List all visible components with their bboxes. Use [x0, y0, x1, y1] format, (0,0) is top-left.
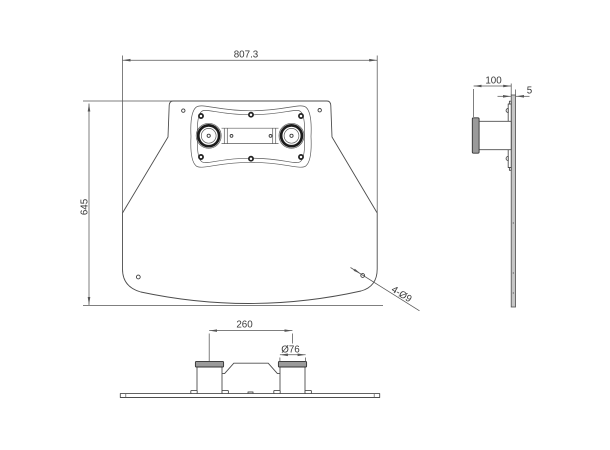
- dim-pole-diameter-label: Ø76: [281, 344, 300, 355]
- dim-front-width-label: 807.3: [234, 50, 259, 61]
- dim-side-depth-label: 100: [485, 76, 502, 87]
- dim-front-height: 645: [80, 100, 383, 306]
- pole-foot: [221, 389, 229, 395]
- screw-hole: [248, 155, 254, 162]
- side-view: 100 5: [471, 76, 533, 308]
- dim-pole-spacing: 260: [209, 320, 293, 332]
- pole-bracket: [218, 362, 284, 375]
- dim-side-thickness: 5: [497, 86, 533, 98]
- right-pole: [273, 360, 312, 395]
- screw-hole: [198, 113, 204, 119]
- base-center-tab: [247, 391, 254, 395]
- dim-pole-diameter: Ø76: [279, 344, 306, 362]
- left-boss: [195, 122, 222, 149]
- mounting-bracket-inner: [197, 110, 305, 163]
- pole-foot: [190, 389, 198, 395]
- left-pole-body: [196, 366, 223, 395]
- mounting-bracket-outer: [190, 105, 312, 168]
- screw-hole: [298, 154, 304, 160]
- screw-head-bump: [505, 155, 509, 162]
- right-pole-cap: [277, 360, 308, 368]
- pole-foot: [273, 389, 281, 395]
- side-panel-edge: [510, 94, 516, 308]
- screw-hole: [198, 154, 204, 160]
- panel-hole-mark: [512, 292, 514, 294]
- bar-hole-right: [268, 134, 273, 138]
- leader-arrow: [353, 268, 361, 274]
- corner-hole-top-left: [181, 108, 186, 113]
- plate-outline: [122, 100, 378, 304]
- bar-hole-left: [229, 134, 234, 138]
- screw-hole: [248, 111, 254, 118]
- left-pole: [190, 360, 229, 395]
- dim-front-width: 807.3: [122, 50, 378, 62]
- screw-head-bump: [505, 107, 509, 114]
- corner-hole-top-right: [317, 108, 322, 113]
- dim-front-height-label: 645: [80, 198, 91, 215]
- right-boss: [278, 122, 305, 149]
- side-boss-body: [474, 120, 512, 151]
- dim-side-depth: 100: [473, 76, 512, 117]
- front-view: 807.3 645 4-Ø9: [80, 50, 420, 312]
- left-pole-cap: [194, 360, 225, 368]
- connector-bar: [221, 127, 279, 144]
- panel-hole-mark: [512, 272, 514, 274]
- right-pole-body: [279, 366, 306, 395]
- pole-foot: [304, 389, 312, 395]
- dim-side-thickness-label: 5: [527, 86, 533, 97]
- hole-callout-label: 4-Ø9: [389, 284, 413, 305]
- side-boss-cap: [471, 117, 480, 154]
- mounting-bracket: [190, 105, 312, 168]
- base-plate-edge: [119, 393, 381, 398]
- corner-hole-bottom-left: [135, 274, 141, 280]
- screw-hole: [298, 113, 304, 119]
- dim-pole-spacing-label: 260: [236, 320, 253, 331]
- panel-hole-mark: [512, 222, 514, 224]
- bottom-view: 260 Ø76: [119, 320, 381, 398]
